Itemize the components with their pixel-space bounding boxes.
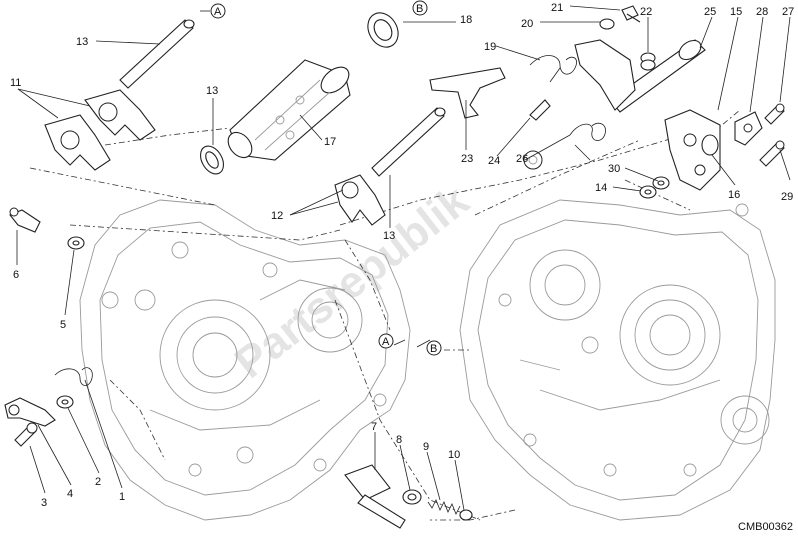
callout-18: 17	[324, 136, 336, 148]
callout-14: 13	[206, 85, 218, 97]
callout-1: 1	[119, 491, 125, 503]
selector-forks-11	[44, 89, 156, 171]
right-crankcase-half	[459, 199, 776, 521]
washer-14	[199, 145, 225, 175]
callout-8: 8	[396, 434, 402, 446]
callout-11: 11	[10, 77, 21, 89]
callout-4: 4	[67, 488, 73, 500]
marker-b-top: B	[412, 0, 428, 16]
svg-text:A: A	[214, 6, 222, 18]
gear-symbol-icon	[523, 150, 543, 170]
spring-27	[569, 122, 606, 161]
spring-1	[54, 367, 93, 386]
callout-13-upper: 13	[76, 36, 88, 48]
lever-24	[429, 67, 506, 119]
washer-15	[639, 185, 657, 199]
bolt-30	[759, 140, 785, 167]
plug-7	[344, 464, 406, 529]
selector-fork-12	[334, 174, 386, 226]
washer-8	[402, 489, 422, 505]
lever-4	[4, 397, 56, 427]
callout-20: 19	[484, 41, 496, 53]
callout-5: 5	[60, 319, 66, 331]
marker-a-top: A	[210, 3, 226, 19]
callout-29: 28	[756, 6, 768, 18]
callout-27: 26	[516, 153, 528, 165]
ring-19	[367, 12, 399, 48]
callout-16: 15	[730, 6, 742, 18]
callout-31: 30	[608, 163, 620, 175]
bolt-25	[529, 99, 551, 121]
bolt-3	[14, 422, 38, 447]
callout-7: 7	[371, 421, 377, 433]
marker-b-middle: B	[426, 340, 442, 356]
svg-text:B: B	[430, 343, 437, 355]
callout-25: 24	[488, 155, 500, 167]
callout-15: 14	[595, 182, 607, 194]
callout-10: 10	[448, 449, 460, 461]
callout-17: 16	[728, 189, 740, 201]
svg-text:A: A	[382, 336, 390, 348]
gear-shift-drum	[227, 59, 351, 161]
bolt-21-22	[599, 5, 641, 30]
callout-21: 20	[521, 18, 533, 30]
marker-a-middle: A	[378, 333, 394, 349]
callout-30: 29	[781, 191, 793, 203]
bushing-23	[640, 52, 656, 71]
gear-shift-shaft	[574, 39, 706, 113]
callout-22: 21	[551, 2, 563, 14]
washer-2	[56, 395, 74, 409]
spring-9	[427, 499, 461, 515]
callout-labels: 13 11 13 17 18 12 13 23 24 26 19 20 21 2…	[10, 2, 794, 509]
assembly-dashed-lines	[29, 109, 741, 521]
spring-20	[529, 55, 577, 83]
callout-9: 9	[423, 441, 429, 453]
bolt-28	[764, 103, 785, 125]
sensor-6	[9, 207, 41, 233]
callout-3: 3	[41, 497, 47, 509]
diagram-reference-code: CMB00362	[738, 521, 793, 533]
selector-fork-shaft-upper	[119, 19, 195, 89]
callout-6: 6	[13, 269, 19, 281]
callout-28: 27	[782, 6, 794, 18]
leader-lines	[16, 5, 791, 511]
callout-12: 12	[271, 210, 283, 222]
left-crankcase-half	[79, 199, 411, 521]
callout-24: 23	[461, 153, 473, 165]
washer-5	[67, 236, 85, 250]
washer-31	[652, 176, 670, 190]
svg-text:B: B	[416, 3, 423, 15]
pin-10	[459, 509, 473, 521]
plate-29	[734, 111, 763, 146]
callout-26: 25	[704, 6, 716, 18]
callout-2: 2	[95, 476, 101, 488]
selector-fork-shaft-lower	[371, 107, 446, 177]
selector-plate-16-17	[664, 109, 721, 191]
callout-13-lower: 13	[383, 230, 395, 242]
callout-19: 18	[460, 14, 472, 26]
callout-23: 22	[640, 6, 652, 18]
